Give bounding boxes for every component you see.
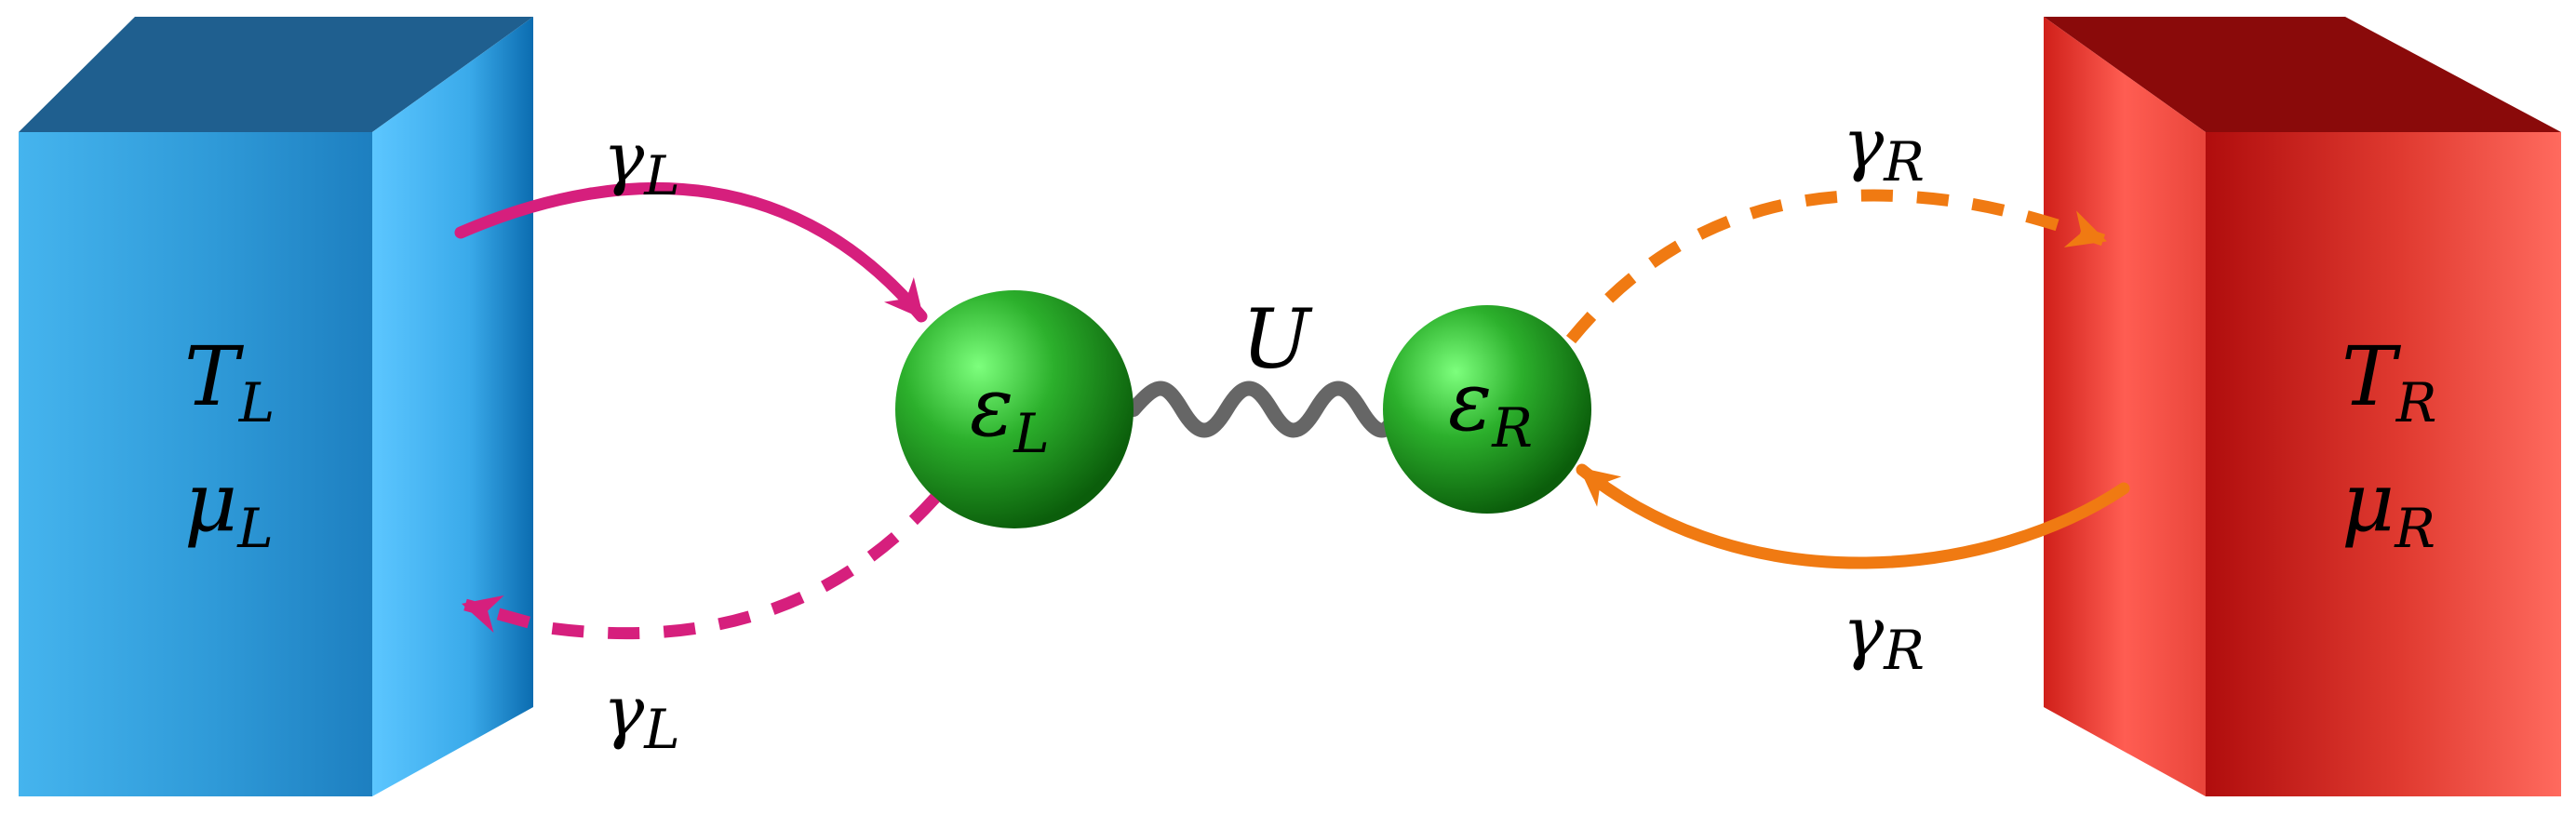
right-chemical-potential-label: μR xyxy=(2341,454,2435,560)
left-chemical-potential-label: μL xyxy=(184,454,274,560)
left-reservoir-top xyxy=(19,17,533,132)
left-in-arrow xyxy=(454,181,928,323)
right-dot-label: εR xyxy=(1448,354,1533,460)
right-dot: εR xyxy=(1383,305,1591,514)
right-reservoir-top xyxy=(2044,17,2561,132)
left-dot-label: εL xyxy=(970,359,1050,465)
left-reservoir-front xyxy=(19,132,372,796)
right-temperature-label: TR xyxy=(2341,328,2436,434)
left-reservoir: TL μL xyxy=(19,17,533,796)
right-reservoir-side xyxy=(2044,17,2206,796)
left-temperature-label: TL xyxy=(184,328,275,434)
right-reservoir: TR μR xyxy=(2044,17,2561,796)
right-in-arrow xyxy=(1576,463,2130,569)
right-reservoir-front xyxy=(2206,132,2561,796)
left-out-arrow xyxy=(461,493,940,640)
left-out-rate-label: γL xyxy=(603,672,680,761)
right-in-rate-label: γR xyxy=(1843,593,1925,682)
left-dot: εL xyxy=(895,290,1134,528)
coupling-label: U xyxy=(1241,291,1313,387)
left-reservoir-side xyxy=(372,17,533,796)
right-out-rate-label: γR xyxy=(1843,104,1925,194)
coupling-spring xyxy=(1126,381,1403,438)
right-out-arrow xyxy=(1565,189,2107,344)
left-in-rate-label: γL xyxy=(603,118,680,207)
